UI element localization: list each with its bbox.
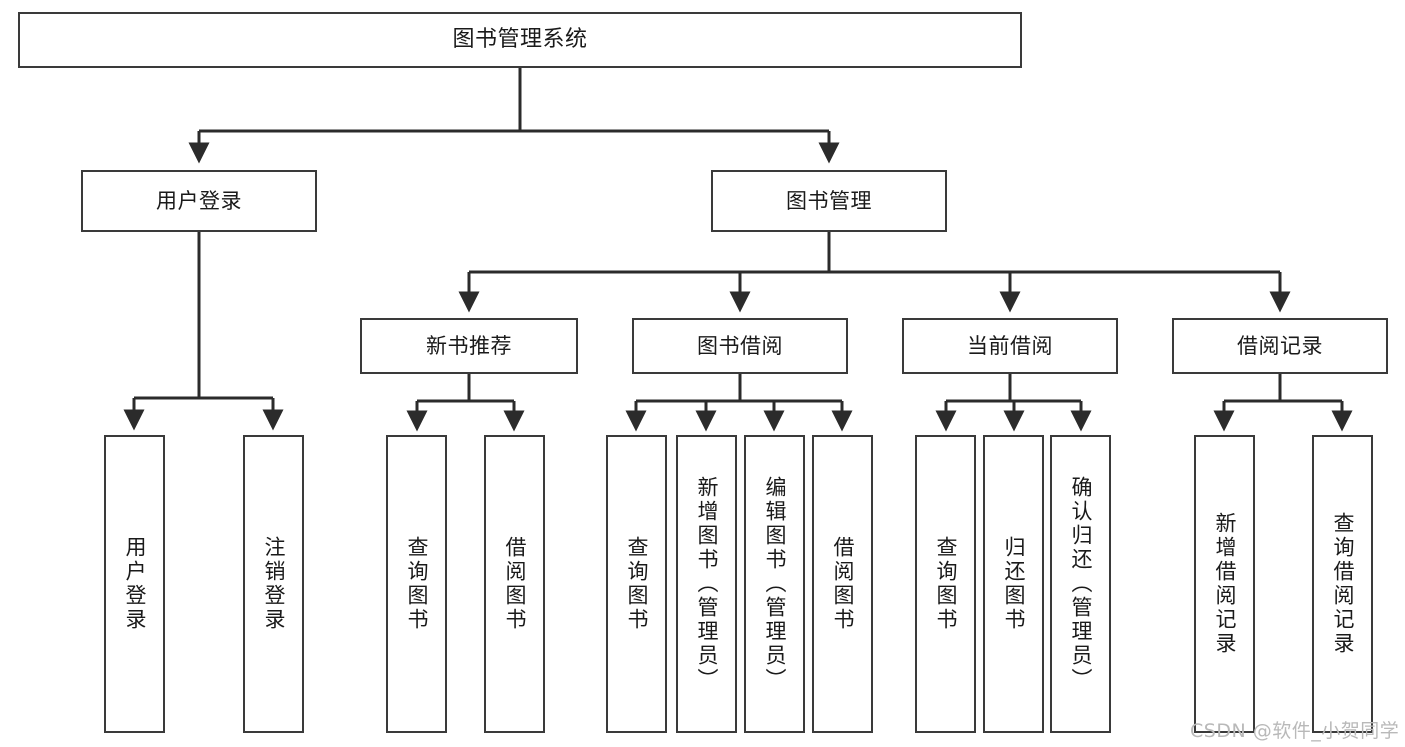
leaf-record-query-record[interactable]: 查询借阅记录 <box>1312 435 1373 733</box>
leaf-current-query-book[interactable]: 查询图书 <box>915 435 976 733</box>
node-label: 确认归还（管理员） <box>1069 476 1093 692</box>
leaf-current-confirm-return-admin[interactable]: 确认归还（管理员） <box>1050 435 1111 733</box>
node-new-book-recommend[interactable]: 新书推荐 <box>360 318 578 374</box>
node-user-login[interactable]: 用户登录 <box>81 170 317 232</box>
leaf-user-login[interactable]: 用户登录 <box>104 435 165 733</box>
node-label: 归还图书 <box>1002 536 1026 632</box>
node-label: 编辑图书（管理员） <box>763 476 787 692</box>
node-label: 新增图书（管理员） <box>695 476 719 692</box>
node-label: 借阅图书 <box>503 536 527 632</box>
node-book-borrow[interactable]: 图书借阅 <box>632 318 848 374</box>
node-label: 用户登录 <box>123 536 147 632</box>
node-label: 查询图书 <box>405 536 429 632</box>
watermark-text: CSDN @软件_小贺同学 <box>1190 720 1400 742</box>
node-label: 图书管理 <box>786 188 872 213</box>
leaf-borrow-edit-book-admin[interactable]: 编辑图书（管理员） <box>744 435 805 733</box>
node-label: 查询图书 <box>625 536 649 632</box>
node-label: 新书推荐 <box>426 333 512 358</box>
node-label: 查询借阅记录 <box>1331 512 1355 656</box>
node-root-system[interactable]: 图书管理系统 <box>18 12 1022 68</box>
node-current-borrow[interactable]: 当前借阅 <box>902 318 1118 374</box>
leaf-recommend-query-book[interactable]: 查询图书 <box>386 435 447 733</box>
node-label: 图书借阅 <box>697 333 783 358</box>
leaf-borrow-add-book-admin[interactable]: 新增图书（管理员） <box>676 435 737 733</box>
node-label: 查询图书 <box>934 536 958 632</box>
leaf-borrow-borrow-book[interactable]: 借阅图书 <box>812 435 873 733</box>
node-label: 借阅图书 <box>831 536 855 632</box>
node-label: 当前借阅 <box>967 333 1053 358</box>
leaf-current-return-book[interactable]: 归还图书 <box>983 435 1044 733</box>
node-label: 新增借阅记录 <box>1213 512 1237 656</box>
leaf-user-logout[interactable]: 注销登录 <box>243 435 304 733</box>
node-label: 用户登录 <box>156 188 242 213</box>
leaf-record-add-record[interactable]: 新增借阅记录 <box>1194 435 1255 733</box>
leaf-borrow-query-book[interactable]: 查询图书 <box>606 435 667 733</box>
leaf-recommend-borrow-book[interactable]: 借阅图书 <box>484 435 545 733</box>
node-label: 注销登录 <box>262 536 286 632</box>
node-borrow-record[interactable]: 借阅记录 <box>1172 318 1388 374</box>
node-book-management[interactable]: 图书管理 <box>711 170 947 232</box>
node-label: 借阅记录 <box>1237 333 1323 358</box>
node-label: 图书管理系统 <box>452 27 588 53</box>
